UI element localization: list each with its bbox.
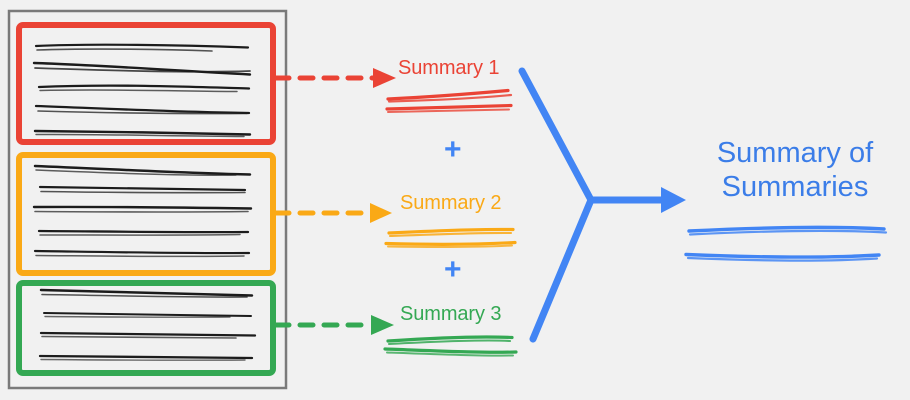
chunk-1-box[interactable] — [16, 22, 276, 145]
final-summary-line-1: Summary of — [716, 137, 874, 169]
merge-arrowhead — [661, 187, 686, 213]
chunk-1-text-lines — [32, 43, 252, 138]
chunk-2-box[interactable] — [16, 152, 276, 276]
final-summary-line-2: Summaries — [721, 170, 869, 203]
merge-arrow — [518, 67, 686, 343]
summary-3-label: Summary 3 — [400, 303, 502, 325]
source-document-frame — [7, 9, 288, 390]
chunk-3-text-lines — [38, 288, 257, 361]
summary-1-label: Summary 1 — [398, 57, 500, 79]
arrowhead-red — [373, 68, 396, 88]
arrowhead-green — [371, 315, 394, 335]
arrowhead-orange — [370, 203, 392, 223]
chunk-1-group[interactable] — [16, 22, 276, 145]
arrow-chunk-1-to-summary-1 — [273, 68, 396, 88]
summary-1-scribble — [385, 88, 513, 113]
summary-3-scribble — [383, 335, 518, 357]
arrow-chunk-2-to-summary-2 — [273, 203, 392, 223]
plus-operator-1: + — [444, 133, 462, 166]
summary-2-label: Summary 2 — [400, 192, 502, 214]
arrow-chunk-3-to-summary-3 — [273, 315, 394, 335]
chunk-2-group[interactable] — [16, 152, 276, 276]
summary-2-scribble — [384, 227, 517, 249]
chunk-3-box[interactable] — [16, 280, 276, 376]
plus-operator-2: + — [444, 253, 462, 286]
merge-branch-bottom — [529, 196, 595, 343]
final-summary-title: Summary of Summaries — [700, 137, 890, 205]
final-summary-scribble — [684, 225, 888, 262]
chunk-3-group[interactable] — [16, 280, 276, 376]
merge-branch-top — [518, 67, 595, 204]
chunk-2-text-lines — [32, 164, 253, 258]
